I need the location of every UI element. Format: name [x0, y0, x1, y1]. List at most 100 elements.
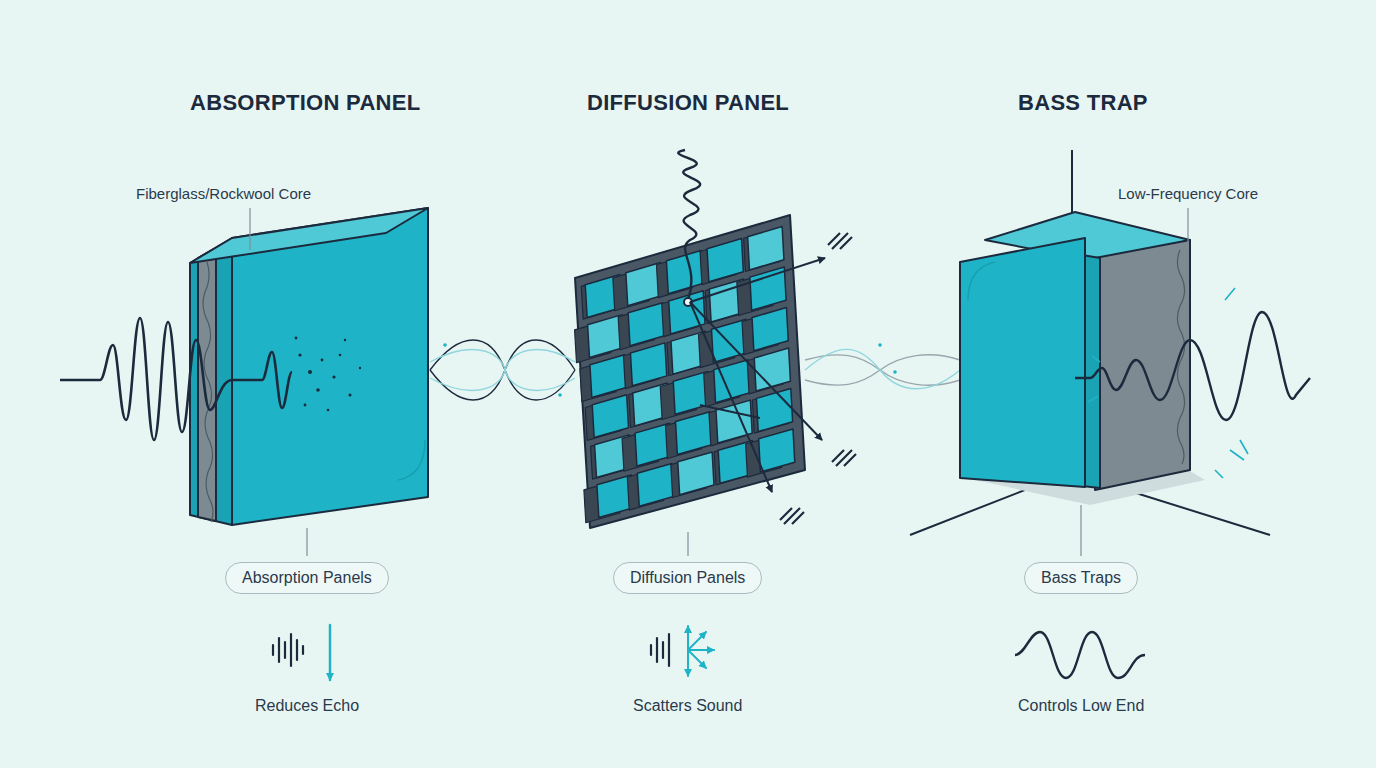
diffuser-blocks: [575, 227, 795, 523]
scattered-wave-part: [690, 258, 825, 302]
absorbed-particles: [295, 337, 367, 412]
absorbed-particles-part: [349, 394, 352, 397]
scattered-wave-part: [678, 150, 700, 300]
room-corner-part: [1120, 488, 1270, 535]
column-heading: DIFFUSION PANEL: [587, 90, 789, 116]
bass-trap-part: [968, 262, 995, 300]
scatter-icon-part-part: [687, 626, 689, 650]
absorbed-particles-part: [310, 344, 314, 348]
diffuser-blocks-part: [678, 452, 714, 495]
caption-text: Controls Low End: [1018, 697, 1144, 715]
diffuser-blocks-part: [592, 395, 628, 438]
absorbed-particles-part: [336, 396, 340, 400]
low-end-icon: [1015, 632, 1145, 678]
between-waves-part: [805, 355, 960, 385]
between-waves-part: [430, 340, 575, 400]
absorb-icon-part: [296, 640, 298, 660]
room-corner-part: [910, 488, 1030, 535]
low-frequency-wave-part: [1075, 312, 1310, 420]
absorb-icon-part: [329, 625, 332, 680]
absorbed-particles-part: [298, 353, 301, 356]
pill-text: Absorption Panels: [242, 569, 372, 587]
between-waves-part: [878, 343, 882, 347]
diffuser-blocks-part: [759, 429, 795, 472]
diffuser-blocks-part: [748, 227, 784, 270]
absorbed-particles-part: [339, 354, 342, 357]
diffuser-blocks-part: [676, 412, 712, 455]
absorbed-particles-part: [316, 388, 320, 392]
leader-lines-part: [1080, 505, 1081, 556]
absorption-panel-part: [232, 208, 428, 525]
diffuser-blocks-part: [714, 360, 750, 403]
absorption-panel-part: [198, 248, 216, 521]
diffuser-blocks-part: [752, 308, 788, 351]
scatter-icon-part: [688, 626, 714, 676]
diffuser-blocks-part: [666, 251, 702, 294]
pill-text: Bass Traps: [1041, 569, 1121, 587]
absorption-panel-part: [398, 440, 425, 480]
absorb-icon-part: [290, 634, 292, 666]
scatter-icon-part: [656, 638, 658, 662]
absorption-panel-part: [190, 208, 428, 263]
diffuser-blocks-part: [590, 355, 626, 398]
incoming-wave-part: [60, 318, 292, 440]
between-waves-part: [430, 350, 575, 391]
absorbed-particles-part: [304, 404, 307, 407]
scatter-icon-part-part: [688, 650, 706, 668]
absorbed-particles-part: [332, 375, 335, 378]
absorbed-particles-part: [308, 370, 312, 374]
scatter-icon-part: [662, 642, 664, 658]
scatter-icon: [651, 626, 714, 676]
bass-trap: [960, 212, 1205, 505]
absorbed-particles-part: [321, 359, 324, 362]
absorb-icon: [273, 625, 330, 680]
absorbed-particles-part: [364, 384, 367, 387]
absorb-icon-part: [272, 645, 274, 655]
scattered-wave-part: [690, 302, 772, 492]
diffusion-panel: [575, 215, 805, 528]
between-waves-part: [443, 343, 447, 347]
between-waves-part: [430, 340, 575, 400]
between-waves-part: [805, 349, 960, 388]
leader-lines: [250, 208, 1188, 556]
leader-lines-part: [306, 528, 307, 556]
low-end-icon-part: [1015, 632, 1145, 678]
bass-trap-part: [960, 238, 1085, 487]
diffuser-blocks-part: [756, 389, 792, 432]
low-frequency-wave: [1075, 288, 1310, 478]
diffuser-blocks-part: [628, 303, 664, 346]
part-label: Low-Frequency Core: [1118, 185, 1258, 202]
room-corner: [910, 150, 1270, 535]
absorb-icon-part: [302, 646, 304, 654]
label-pill: Bass Traps: [1024, 562, 1138, 594]
between-waves-part: [893, 370, 897, 374]
scattered-wave: [678, 150, 856, 524]
scatter-icon-part-part: [688, 632, 706, 650]
pill-text: Diffusion Panels: [630, 569, 745, 587]
low-frequency-wave-part: [1088, 288, 1248, 478]
between-waves-part: [430, 350, 575, 391]
diffuser-blocks-part: [750, 267, 786, 310]
column-heading: BASS TRAP: [1018, 90, 1148, 116]
scatter-icon-part: [650, 645, 652, 655]
scatter-icon-part-part: [688, 649, 714, 651]
diffuser-blocks-part: [754, 348, 790, 391]
absorbed-particles-part: [344, 339, 346, 341]
diffuser-blocks-part: [637, 463, 673, 506]
absorbed-particles-part: [295, 337, 298, 340]
scattered-wave-part: [700, 405, 760, 418]
caption-text: Scatters Sound: [633, 697, 742, 715]
scatter-icon-part-part: [687, 650, 689, 676]
diffusion-panel-part: [575, 215, 805, 528]
scattered-wave-part: [780, 508, 804, 524]
leader-lines-part: [687, 532, 688, 556]
absorption-panel: [190, 208, 428, 525]
label-pill: Diffusion Panels: [613, 562, 762, 594]
scatter-icon-part: [668, 634, 670, 666]
scattered-wave-part: [690, 302, 822, 440]
leader-lines-part: [1187, 208, 1188, 242]
part-label: Fiberglass/Rockwool Core: [136, 185, 311, 202]
